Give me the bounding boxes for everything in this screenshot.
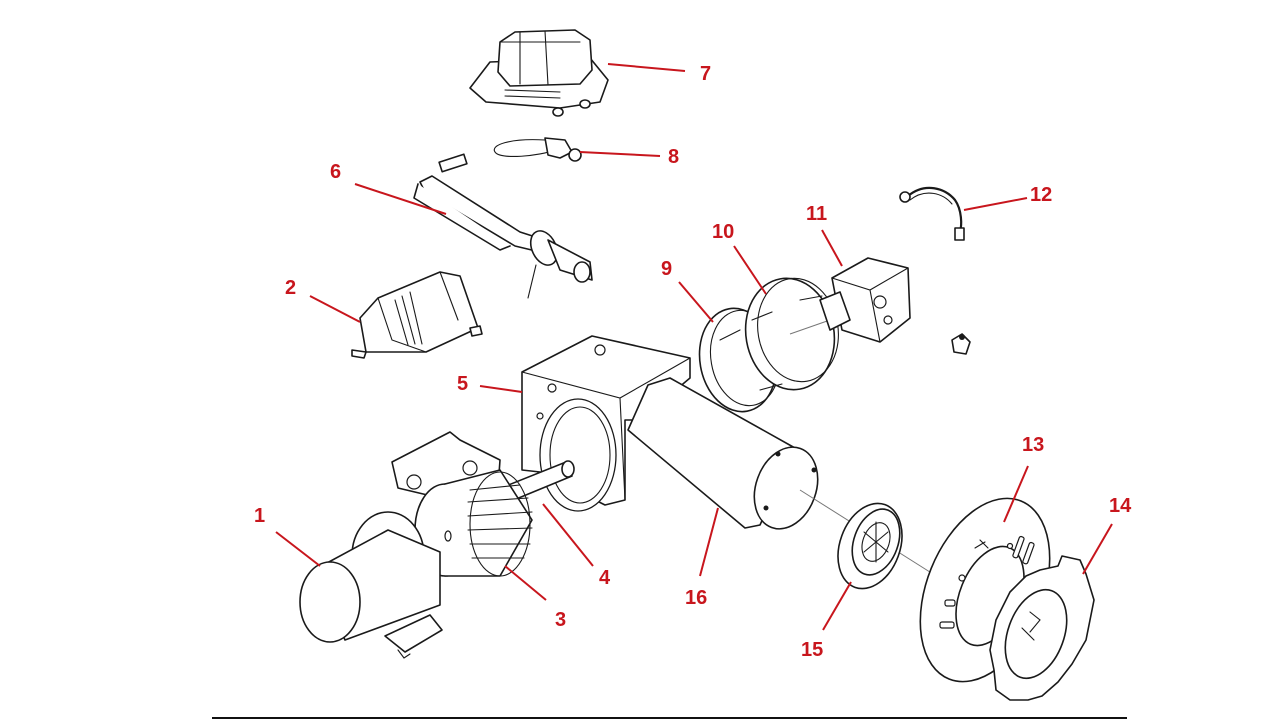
air-bands-part: [698, 277, 839, 413]
fitting-part: [951, 333, 971, 355]
leader-4: [542, 503, 594, 567]
callout-13: 13: [1022, 434, 1044, 456]
callout-16: 16: [685, 587, 707, 609]
callout-3: 3: [555, 609, 566, 631]
callout-12: 12: [1030, 184, 1052, 206]
photocell-part: [493, 137, 582, 162]
fuel-pump-part: [819, 257, 911, 343]
leader-6: [354, 183, 447, 215]
callout-11: 11: [806, 203, 827, 225]
leader-12: [963, 197, 1028, 211]
leader-1: [275, 531, 321, 567]
leader-2: [309, 295, 361, 323]
leader-3: [504, 565, 547, 601]
electrode-assembly-part: [413, 153, 593, 299]
blower-wheel-part: [391, 431, 533, 577]
leader-7: [607, 63, 686, 72]
callout-8: 8: [668, 146, 679, 168]
leader-10: [733, 245, 767, 295]
callout-15: 15: [801, 639, 823, 661]
callout-4: 4: [599, 567, 611, 589]
leader-15: [822, 581, 852, 631]
callout-5: 5: [457, 373, 468, 395]
leader-5: [479, 385, 523, 393]
callout-7: 7: [700, 63, 711, 85]
leader-8: [579, 151, 661, 157]
air-tube-part: [627, 377, 819, 530]
motor-part: [299, 511, 443, 659]
leader-16: [699, 507, 719, 577]
callout-9: 9: [661, 258, 672, 280]
callout-14: 14: [1109, 495, 1132, 517]
callout-1: 1: [254, 505, 265, 527]
callout-10: 10: [712, 221, 734, 243]
leader-14: [1082, 523, 1113, 575]
leader-11: [821, 229, 843, 267]
callout-6: 6: [330, 161, 341, 183]
leader-9: [678, 281, 714, 323]
cover-box-part: [351, 271, 483, 359]
leader-13: [1003, 465, 1029, 523]
ignition-transformer-part: [469, 29, 609, 117]
gasket-part: [989, 555, 1095, 701]
oil-line-part: [899, 186, 965, 241]
callout-2: 2: [285, 277, 296, 299]
callout-labels: 1 2 3 4 5 6 7 8 9 10 11 12 13 14 15 16: [254, 63, 1132, 661]
leader-lines: [275, 63, 1113, 631]
